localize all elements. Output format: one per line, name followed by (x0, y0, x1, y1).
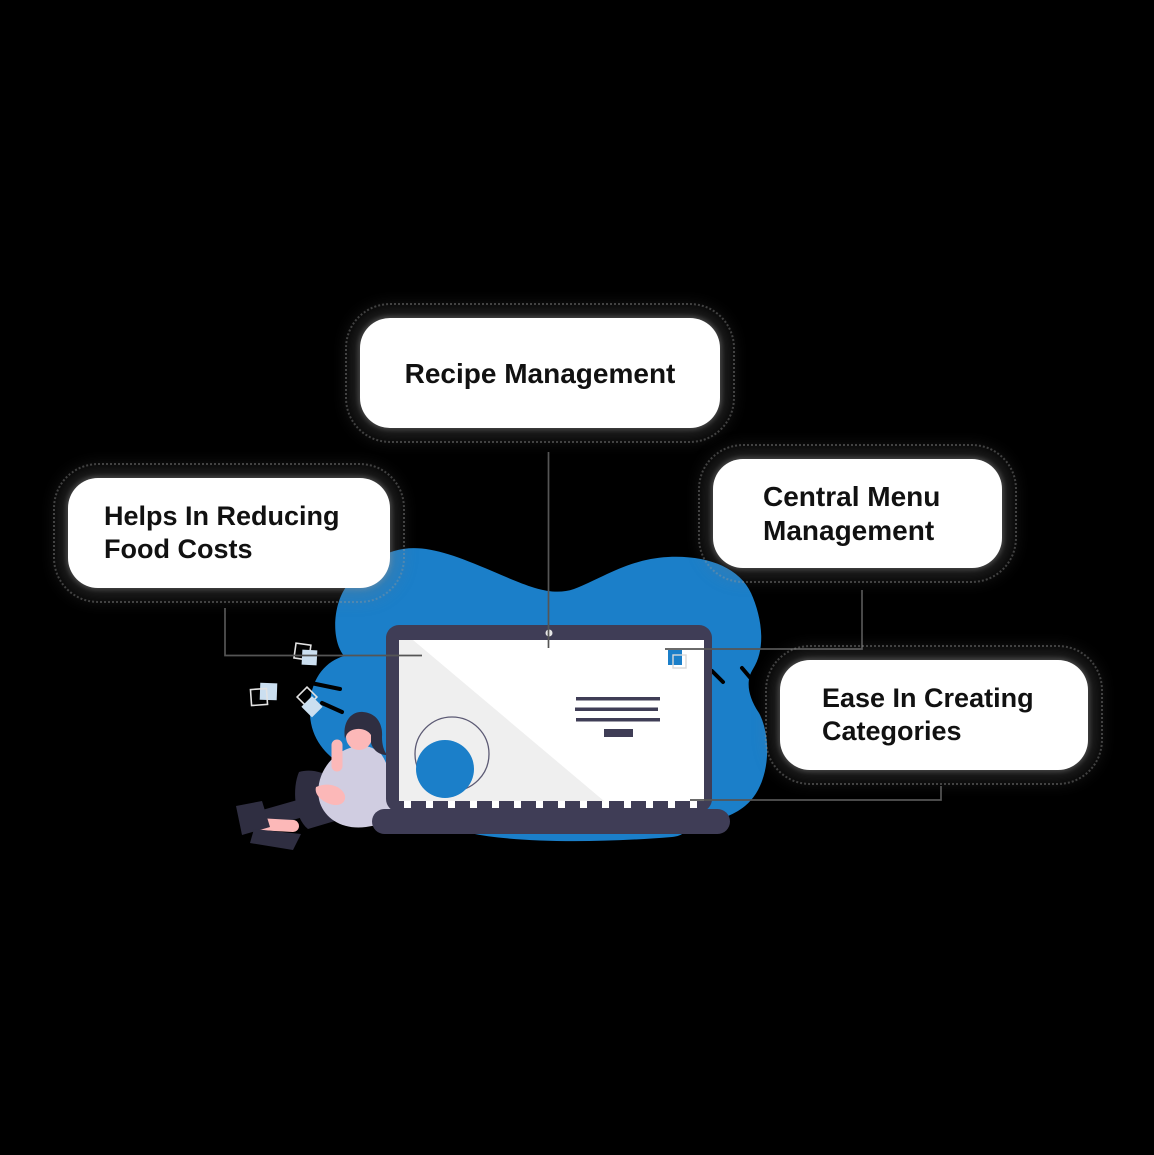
decor-squares (249, 642, 323, 718)
connector-central-menu (665, 590, 863, 650)
person-hair (344, 711, 387, 755)
callout-categories-line1: Ease In Creating (822, 683, 1034, 713)
callout-recipe-label: Recipe Management (404, 357, 676, 389)
callout-food-costs-line2: Food Costs (104, 534, 253, 564)
blob-slit (740, 666, 755, 683)
callout-categories-line2: Categories (822, 716, 962, 746)
person-shoe (250, 829, 301, 850)
blob-slit (710, 669, 725, 684)
callout-food-costs: Helps In Reducing Food Costs (53, 463, 405, 603)
callout-central-menu: Central Menu Management (698, 444, 1017, 583)
callout-categories: Ease In Creating Categories (765, 645, 1103, 785)
person-shoe (236, 801, 270, 835)
connector-categories (690, 786, 942, 801)
screen-blue-circle (416, 740, 474, 798)
laptop-illustration (372, 625, 730, 834)
screen-short-bar (604, 729, 633, 737)
blue-square-icon (301, 649, 318, 666)
connector-food-costs (224, 608, 422, 657)
hinge-teeth (404, 801, 697, 808)
callout-central-menu-line2: Management (763, 514, 935, 546)
blue-square-icon (259, 682, 278, 701)
screen-content (414, 650, 687, 798)
laptop-base (372, 809, 730, 834)
person-illustration (236, 711, 392, 850)
person-face (346, 724, 372, 750)
screen-text-line (576, 697, 660, 701)
screen-text-line (576, 718, 660, 722)
screen-image-icon (668, 650, 682, 665)
callout-central-menu-line1: Central Menu (763, 480, 941, 512)
blob-slit (320, 701, 344, 714)
connectors (224, 452, 942, 801)
callout-food-costs-line1: Helps In Reducing (104, 501, 340, 531)
blob-slit (304, 680, 342, 691)
person-hand (315, 784, 346, 806)
outline-square-icon (249, 687, 269, 707)
screen-image-icon-outline (672, 654, 687, 669)
screen-text-line (575, 707, 658, 711)
callout-recipe-management: Recipe Management (345, 303, 735, 443)
